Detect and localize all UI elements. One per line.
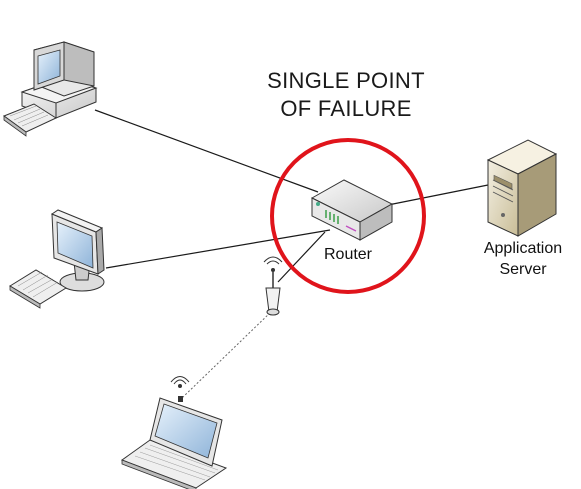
router-icon [310,179,394,241]
desktop-computer-icon [2,41,98,137]
diagram-title-line-2: OF FAILURE [280,96,412,121]
link-router-server [387,184,489,206]
server-label-line-2: Server [499,261,547,278]
monitor-computer-icon [9,209,105,309]
link-desktop-router [94,109,319,193]
link-router-access-point [277,231,326,283]
diagram-title-line-1: SINGLE POINT [267,68,425,93]
access-point-icon [263,256,283,316]
server-label-line-1: Application [483,240,563,257]
application-server-icon [486,139,558,237]
router-label: Router [323,246,373,263]
link-monitor-router [105,229,331,269]
failure-highlight-circle [270,138,426,294]
laptop-icon [120,376,228,489]
wireless-link-laptop [181,309,274,399]
links [94,109,489,399]
